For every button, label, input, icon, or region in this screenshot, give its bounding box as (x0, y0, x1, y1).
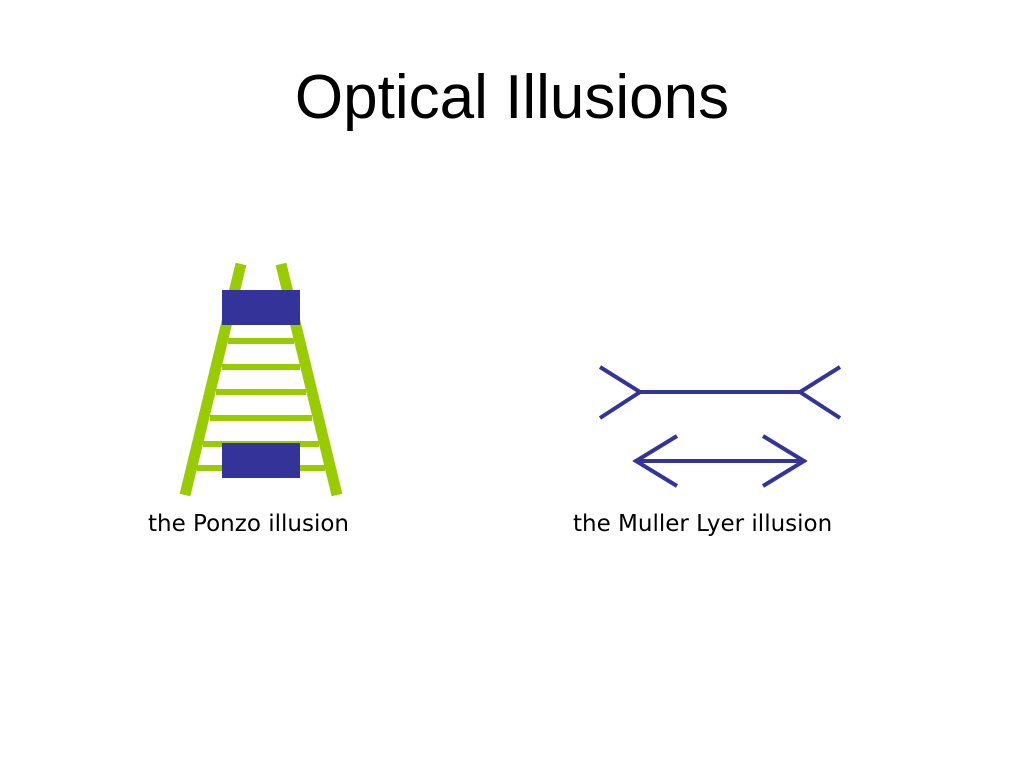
muller-lyer-caption: the Muller Lyer illusion (573, 511, 833, 537)
ponzo-top-block (222, 290, 300, 325)
ponzo-bottom-block (222, 443, 300, 478)
left-outward-fin (598, 365, 644, 420)
muller-lyer-illusion (598, 365, 842, 488)
left-inward-fin (632, 434, 679, 488)
right-outward-fin (796, 365, 842, 420)
right-inward-fin (761, 434, 808, 488)
ponzo-caption: the Ponzo illusion (148, 511, 349, 537)
ponzo-illusion (179, 262, 343, 497)
fins-out-figure (598, 365, 842, 420)
slide-title: Optical Illusions (294, 63, 730, 132)
fins-in-figure (632, 434, 808, 488)
